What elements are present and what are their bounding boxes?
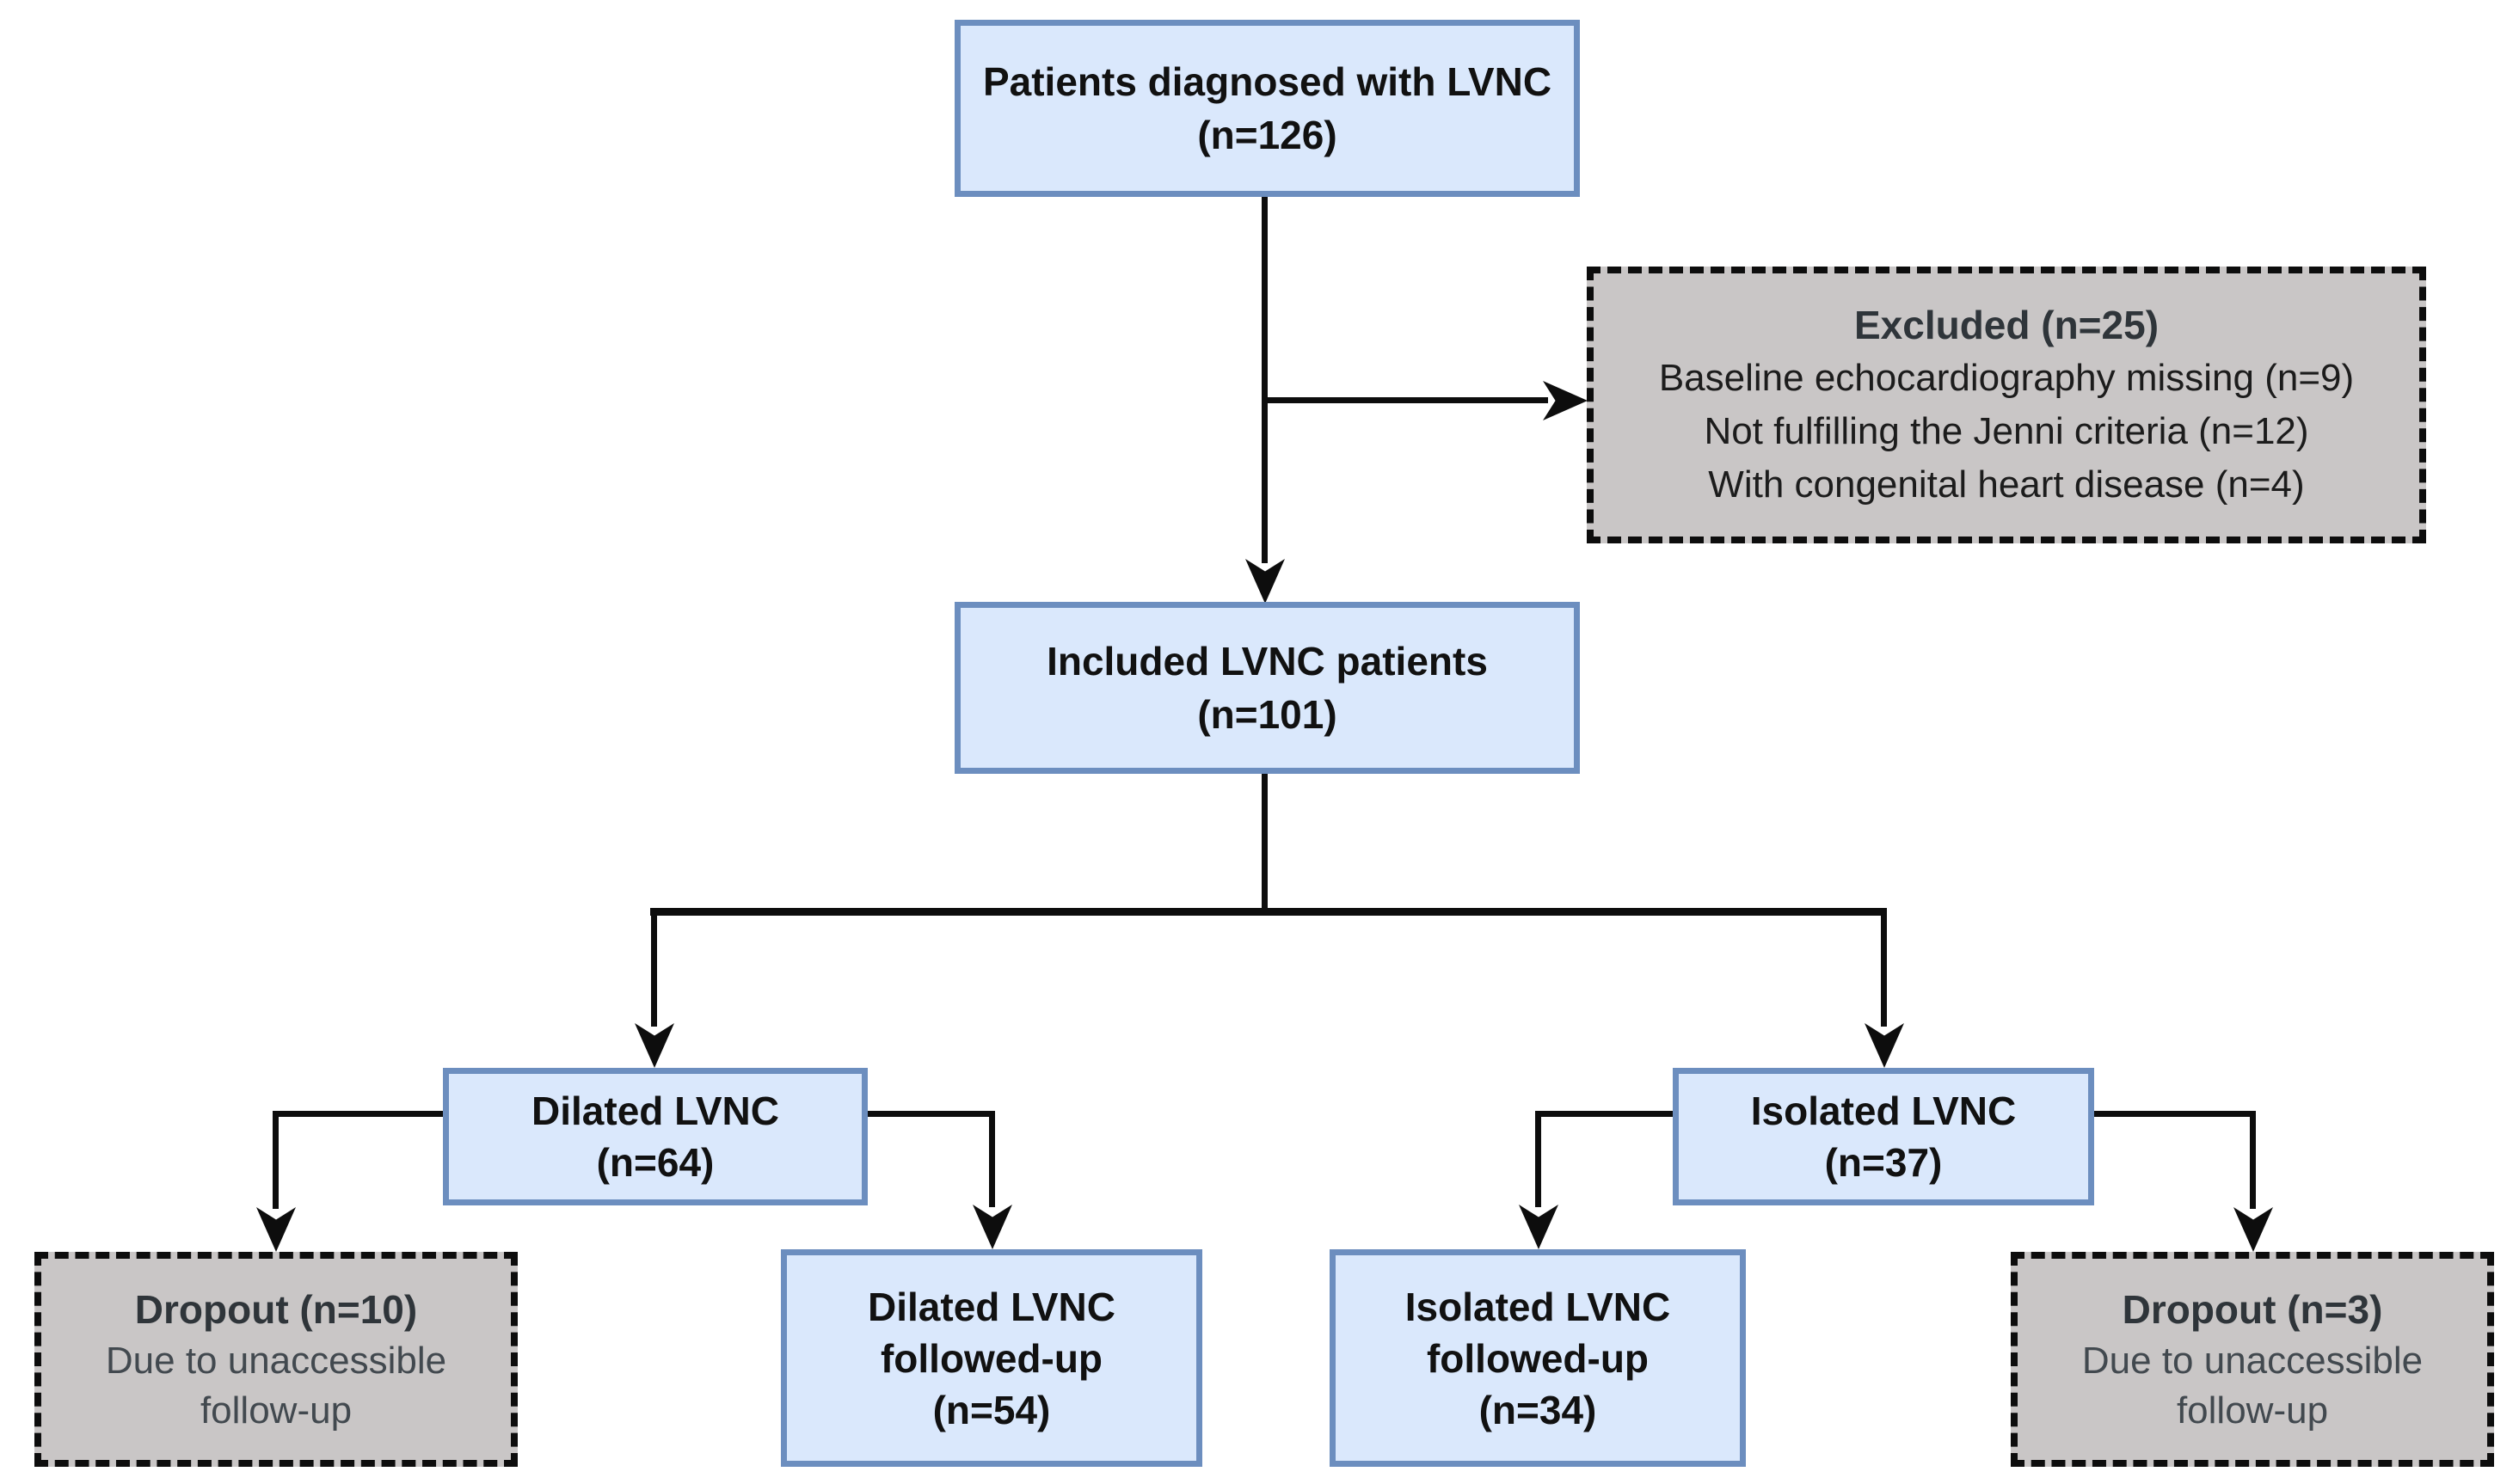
connector-included-stem xyxy=(1262,774,1268,914)
excluded-title: Excluded (n=25) xyxy=(1853,303,2160,347)
node-patients-diagnosed: Patients diagnosed with LVNC (n=126) xyxy=(955,20,1580,197)
isolated-followup-line2: followed-up xyxy=(1426,1335,1650,1381)
dilated-count: (n=64) xyxy=(596,1140,715,1185)
patients-diagnosed-count: (n=126) xyxy=(1197,113,1337,157)
excluded-reason: With congenital heart disease (n=4) xyxy=(1708,463,2305,506)
dilated-followup-line2: followed-up xyxy=(880,1335,1103,1381)
arrowhead-into-dilated xyxy=(635,1023,674,1068)
node-isolated: Isolated LVNC (n=37) xyxy=(1673,1068,2094,1205)
connector-isolated-left-arm xyxy=(1535,1111,1679,1117)
connector-dilated-drop xyxy=(651,908,657,1027)
arrowhead-into-excluded xyxy=(1543,381,1588,420)
dropout-dilated-reason: Due to unaccessible follow-up xyxy=(105,1340,447,1432)
dropout-isolated-reason: Due to unaccessible follow-up xyxy=(2081,1340,2424,1432)
isolated-count: (n=37) xyxy=(1824,1140,1943,1185)
connector-dilated-left-arm xyxy=(273,1111,449,1117)
excluded-reason: Baseline echocardiography missing (n=9) xyxy=(1658,357,2355,399)
node-isolated-followup: Isolated LVNC followed-up (n=34) xyxy=(1330,1249,1746,1467)
node-dropout-isolated: Dropout (n=3) Due to unaccessible follow… xyxy=(2011,1252,2494,1467)
connector-isolated-left-drop xyxy=(1535,1111,1541,1207)
connector-split-bar xyxy=(650,908,1887,916)
included-title: Included LVNC patients xyxy=(1047,639,1488,684)
connector-isolated-drop xyxy=(1881,908,1887,1027)
dropout-isolated-title: Dropout (n=3) xyxy=(2122,1287,2383,1332)
connector-isolated-right-drop xyxy=(2250,1111,2256,1209)
arrowhead-into-isolated-followup xyxy=(1519,1205,1558,1249)
connector-excluded-branch xyxy=(1262,397,1548,403)
isolated-followup-count: (n=34) xyxy=(1478,1387,1597,1432)
connector-dilated-left-drop xyxy=(273,1111,279,1209)
included-count: (n=101) xyxy=(1197,692,1337,737)
connector-isolated-right-arm xyxy=(2088,1111,2256,1117)
dilated-followup-line1: Dilated LVNC xyxy=(868,1284,1115,1329)
node-dilated-followup: Dilated LVNC followed-up (n=54) xyxy=(781,1249,1202,1467)
arrowhead-into-dilated-followup xyxy=(973,1205,1012,1249)
node-dilated: Dilated LVNC (n=64) xyxy=(443,1068,868,1205)
node-dropout-dilated: Dropout (n=10) Due to unaccessible follo… xyxy=(34,1252,518,1467)
dilated-title: Dilated LVNC xyxy=(531,1088,779,1133)
connector-top-stem xyxy=(1262,197,1268,563)
patients-diagnosed-title: Patients diagnosed with LVNC xyxy=(982,59,1552,104)
arrowhead-into-dropout-dilated xyxy=(256,1207,296,1252)
node-included: Included LVNC patients (n=101) xyxy=(955,602,1580,774)
dropout-dilated-title: Dropout (n=10) xyxy=(134,1287,418,1332)
isolated-title: Isolated LVNC xyxy=(1750,1088,2017,1133)
excluded-reason: Not fulfilling the Jenni criteria (n=12) xyxy=(1704,410,2309,452)
isolated-followup-line1: Isolated LVNC xyxy=(1404,1284,1671,1329)
arrowhead-into-isolated xyxy=(1865,1023,1904,1068)
dilated-followup-count: (n=54) xyxy=(932,1387,1051,1432)
connector-dilated-right-drop xyxy=(989,1111,995,1207)
node-excluded: Excluded (n=25) Baseline echocardiograph… xyxy=(1587,267,2426,543)
arrowhead-into-included xyxy=(1245,559,1285,604)
arrowhead-into-dropout-isolated xyxy=(2233,1207,2273,1252)
connector-dilated-right-arm xyxy=(862,1111,995,1117)
